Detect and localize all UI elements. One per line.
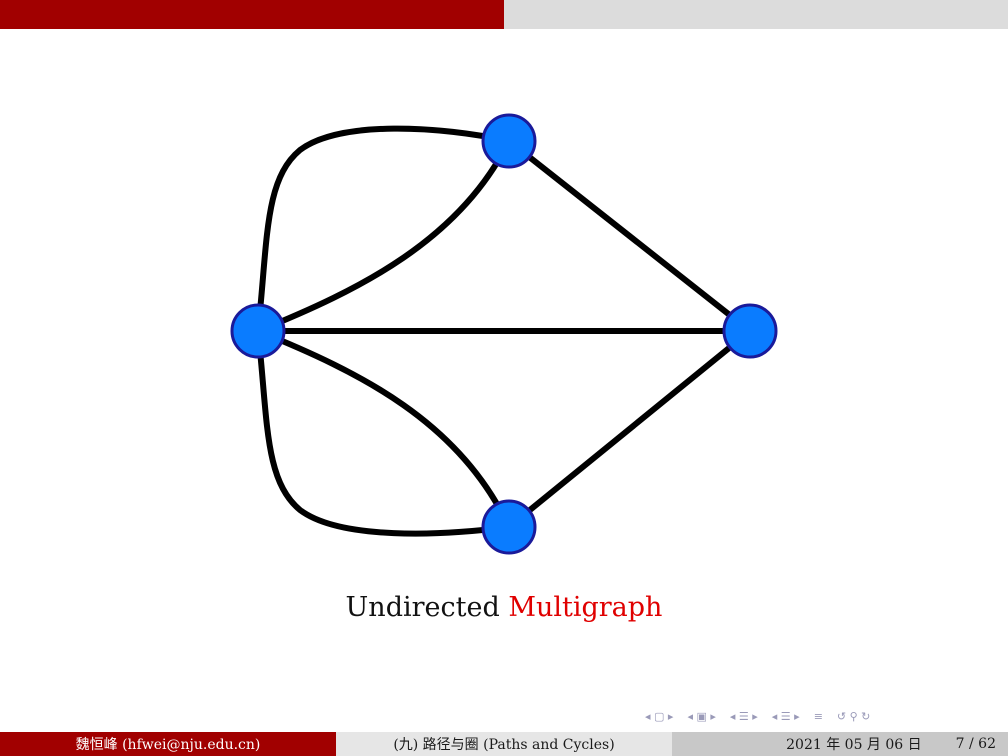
footer-author: 魏恒峰 (hfwei@nju.edu.cn) <box>0 732 336 756</box>
caption-highlight: Multigraph <box>508 592 663 623</box>
footer-date: 2021 年 05 月 06 日 <box>786 737 922 753</box>
prev-section-icon[interactable]: ◂ ▣ ▸ <box>687 709 716 723</box>
edge-left-bottom-inner-curve <box>256 328 512 529</box>
first-frame-icon[interactable]: ◂ ▢ ▸ <box>645 709 674 723</box>
progress-fill <box>0 0 504 29</box>
edge-top-right-straight <box>507 138 752 334</box>
node-left <box>230 303 286 359</box>
progress-bar <box>0 0 1008 29</box>
caption: Undirected Multigraph <box>0 592 1008 623</box>
caption-plain: Undirected <box>345 592 500 623</box>
zoom-icon[interactable]: ↺ ⚲ ↻ <box>836 709 871 723</box>
footer: 魏恒峰 (hfwei@nju.edu.cn) (九) 路径与圈 (Paths a… <box>0 732 1008 756</box>
edge-left-top-inner-curve <box>256 139 512 334</box>
node-bottom <box>481 499 537 555</box>
edge-left-bottom-outer-curve <box>255 330 510 537</box>
prev-subsection-icon[interactable]: ◂ ☰ ▸ <box>729 709 758 723</box>
multigraph-diagram <box>230 113 778 555</box>
page-number: 7 / 62 <box>955 736 996 752</box>
node-right <box>722 303 778 359</box>
search-icon[interactable]: ≡ <box>813 709 823 723</box>
footer-right: 2021 年 05 月 06 日 7 / 62 <box>672 732 1008 756</box>
node-top <box>481 113 537 169</box>
next-subsection-icon[interactable]: ◂ ☰ ▸ <box>771 709 800 723</box>
edge-bottom-right-straight <box>507 328 752 530</box>
edge-left-top-outer-curve <box>255 125 510 332</box>
footer-title: (九) 路径与圈 (Paths and Cycles) <box>336 732 672 756</box>
beamer-navigation: ◂ ▢ ▸ ◂ ▣ ▸ ◂ ☰ ▸ ◂ ☰ ▸ ≡ ↺ ⚲ ↻ <box>645 706 870 726</box>
